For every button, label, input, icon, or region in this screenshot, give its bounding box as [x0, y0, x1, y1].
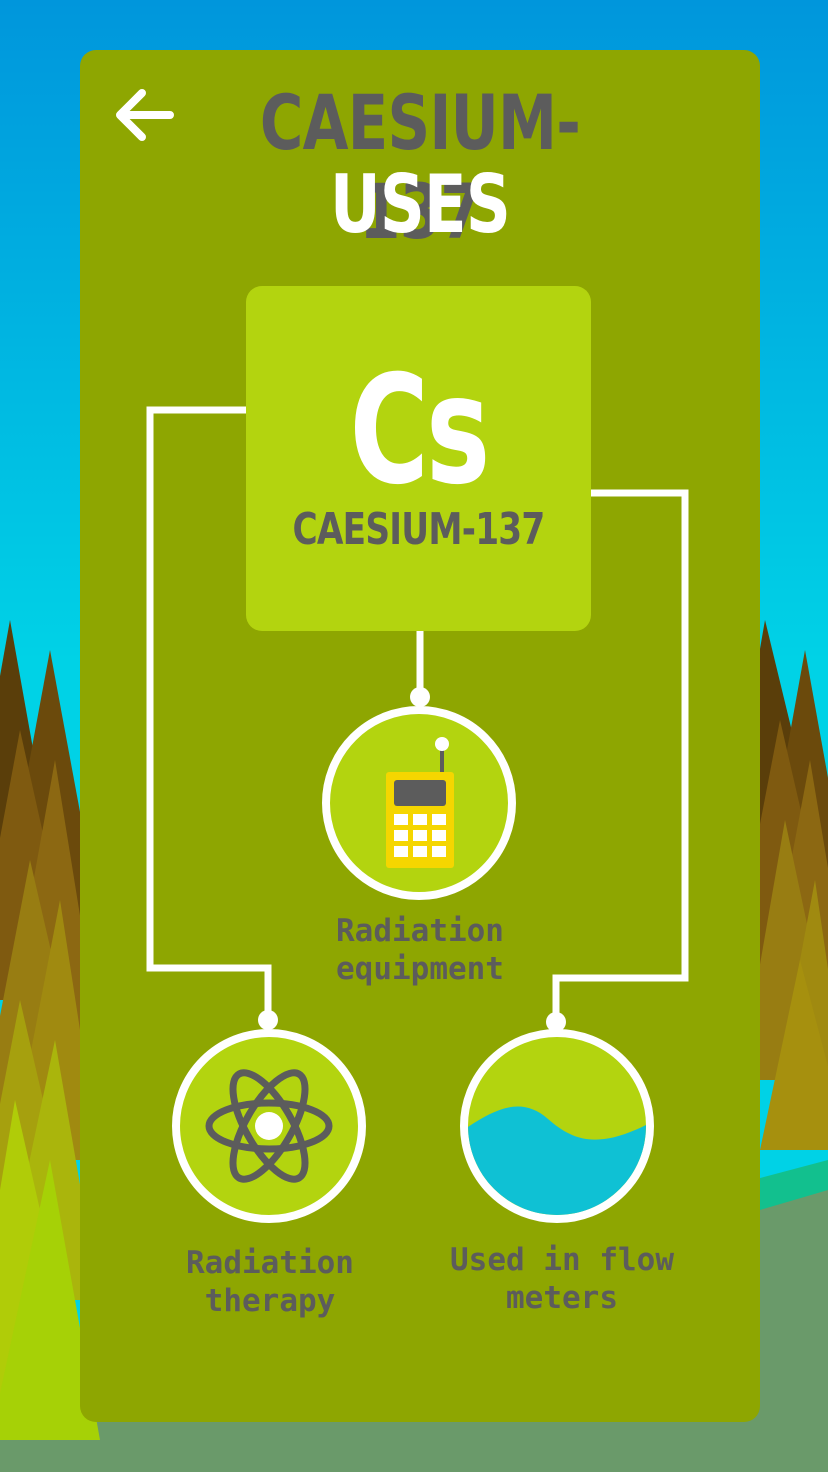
- wave-icon: [468, 1106, 646, 1215]
- walkie-talkie-icon: [386, 737, 454, 868]
- label-line: equipment: [336, 951, 504, 987]
- atom-icon: [205, 1069, 333, 1183]
- arrow-left-icon: [116, 89, 174, 141]
- element-card: Cs CAESIUM-137: [246, 286, 591, 631]
- label-line: meters: [506, 1280, 618, 1316]
- left-trees: [0, 620, 100, 1440]
- label-line: Used in flow: [450, 1242, 674, 1278]
- page-title-line2: USES: [329, 158, 511, 251]
- use-label-flow-meters: Used in flow meters: [432, 1241, 692, 1317]
- use-node-radiation-equipment[interactable]: [322, 706, 516, 900]
- back-button[interactable]: [110, 82, 180, 148]
- element-name: CAESIUM-137: [292, 504, 545, 555]
- use-node-flow-meters[interactable]: [460, 1029, 654, 1223]
- page-title-line1: CAESIUM-137: [259, 78, 581, 256]
- label-line: Radiation: [336, 913, 504, 949]
- use-label-radiation-therapy: Radiation therapy: [150, 1244, 390, 1320]
- label-line: Radiation: [186, 1245, 354, 1281]
- label-line: therapy: [204, 1283, 336, 1319]
- use-label-radiation-equipment: Radiation equipment: [300, 912, 540, 988]
- element-symbol: Cs: [349, 344, 491, 518]
- use-node-radiation-therapy[interactable]: [172, 1029, 366, 1223]
